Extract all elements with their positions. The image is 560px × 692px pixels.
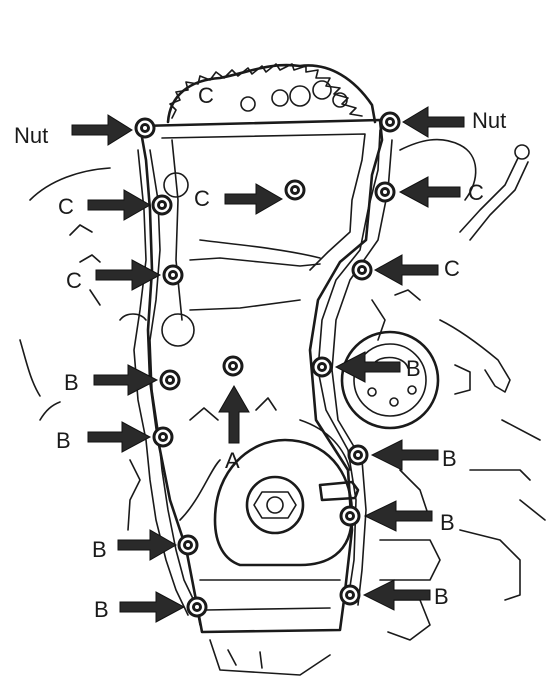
arrow-c-center — [224, 183, 284, 215]
lower-structure — [209, 639, 331, 676]
arrow-c-right-upper — [398, 176, 461, 208]
sprocket-label-c: C — [198, 83, 214, 108]
camshaft-sprocket — [166, 63, 377, 124]
label-b-left-3: B — [92, 537, 107, 562]
arrow-b-left-3 — [117, 529, 178, 561]
arrow-b-right-2 — [370, 439, 439, 471]
bolt-c-center — [284, 179, 306, 201]
arrow-c-right-lower — [373, 254, 439, 286]
arrow-a — [218, 384, 250, 444]
bolt-b-right-1 — [311, 356, 333, 378]
label-c-left-upper: C — [58, 194, 74, 219]
bolt-c-right-lower — [351, 259, 373, 281]
label-nut-left: Nut — [14, 123, 48, 148]
label-b-right-4: B — [434, 584, 449, 609]
arrow-nut-left — [71, 114, 133, 146]
arrow-c-left-lower — [95, 259, 162, 291]
label-c-right-lower: C — [444, 256, 460, 281]
bolt-b-left-2 — [152, 426, 174, 448]
label-b-right-1: B — [406, 356, 421, 381]
arrow-b-right-4 — [362, 579, 431, 611]
bolt-c-left-upper — [151, 194, 173, 216]
bolt-nut-right — [379, 111, 401, 133]
right-engine-detail — [371, 138, 546, 641]
label-a: A — [225, 448, 240, 473]
left-engine-detail — [19, 167, 195, 531]
crankshaft-pulley — [213, 438, 360, 567]
arrow-b-right-1 — [334, 351, 401, 383]
bolts — [134, 111, 401, 618]
bolt-a — [222, 355, 244, 377]
arrow-b-right-3 — [363, 500, 433, 532]
bolt-c-left-lower — [162, 264, 184, 286]
bolt-b-left-1 — [159, 369, 181, 391]
bolt-b-right-2 — [347, 444, 369, 466]
bolt-nut-left — [134, 117, 156, 139]
label-b-right-2: B — [442, 446, 457, 471]
timing-cover-outline — [138, 118, 384, 634]
label-nut-right: Nut — [472, 108, 506, 133]
arrow-b-left-4 — [119, 591, 186, 623]
water-pump — [340, 330, 440, 430]
bolt-c-right-upper — [374, 181, 396, 203]
arrow-b-left-1 — [93, 364, 159, 396]
arrow-b-left-2 — [87, 421, 152, 453]
bolt-b-right-3 — [339, 505, 361, 527]
label-b-right-3: B — [440, 510, 455, 535]
label-b-left-1: B — [64, 370, 79, 395]
label-b-left-2: B — [56, 428, 71, 453]
arrows — [71, 106, 465, 623]
label-c-center: C — [194, 186, 210, 211]
bolt-b-left-3 — [177, 534, 199, 556]
bolt-b-left-4 — [186, 596, 208, 618]
label-c-left-lower: C — [66, 268, 82, 293]
label-c-right-upper: C — [468, 180, 484, 205]
arrow-nut-right — [402, 106, 465, 138]
bolt-b-right-4 — [339, 584, 361, 606]
arrow-c-left-upper — [87, 189, 152, 221]
label-b-left-4: B — [94, 597, 109, 622]
callout-labels: Nut Nut C C C C C B B B A B B B B B — [14, 108, 506, 622]
